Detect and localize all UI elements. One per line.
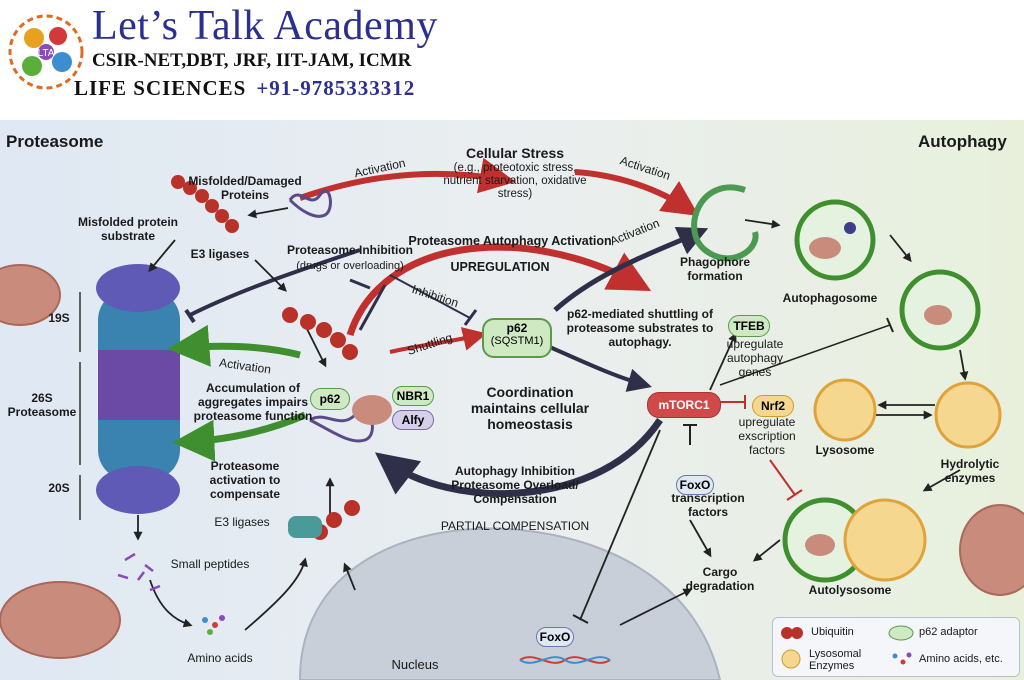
p62-sub-text: (SQSTM1) (490, 335, 544, 348)
brand-phone: +91-9785333312 (256, 76, 416, 100)
p62-main-text: p62 (506, 321, 528, 335)
foxo-text: transcription factors (671, 491, 745, 519)
amino-acids-label: Amino acids (187, 651, 253, 665)
legend: Ubiquitin p62 adaptor Lysosomal Enzymes … (772, 617, 1020, 677)
cargo-label: Cargo degradation (685, 565, 755, 593)
p62-to-mtorc1-arrow (544, 343, 652, 392)
compensation-arrow (375, 418, 663, 498)
misfolded-damaged-label: Misfolded/Damaged Proteins (188, 174, 302, 202)
logo-text: LTA (38, 48, 55, 59)
cellular-stress-label: Cellular Stress (465, 145, 565, 161)
accumulation-label: Accumulation of aggregates impairs prote… (193, 381, 313, 423)
proteasome-inhibition-label: Proteasome Inhibition (286, 243, 413, 257)
p62-sqstm1-pill: p62(SQSTM1) (482, 318, 552, 358)
ub-chain-mid (282, 307, 358, 360)
section-autophagy: Autophagy (918, 132, 1007, 151)
lysosome-legend-icon (781, 649, 801, 669)
tfeb-pill: TFEB (728, 315, 770, 337)
partial-compensation-label: PARTIAL COMPENSATION (440, 519, 590, 533)
phagophore-label: Phagophore formation (679, 255, 750, 283)
ubiquitin-legend-icon (781, 627, 793, 639)
misfolded-substrate-label: Misfolded protein substrate (78, 215, 178, 243)
legend-icons (781, 625, 914, 669)
green-compensate-arrow (172, 411, 307, 462)
upregulation-arrow (346, 243, 652, 337)
autophagosome-label: Autophagosome (782, 291, 878, 305)
shuttling-arrow (389, 327, 488, 354)
alfy-pill: Alfy (392, 410, 434, 430)
hydrolytic-label: Hydrolytic enzymes (940, 457, 1000, 485)
nucleus-label: Nucleus (391, 657, 439, 672)
mitochondrion-right (959, 504, 1024, 596)
e3-ligases-label-bottom: E3 ligases (214, 515, 270, 529)
proteasome-autophagy-activation: Proteasome Autophagy Activation (408, 234, 612, 248)
inhibition-to-proteasome (189, 248, 361, 317)
amino-legend-icon (892, 653, 898, 659)
brand-header: LTA Let’s Talk Academy CSIR-NET,DBT, JRF… (0, 0, 1024, 118)
p62-pill-left: p62 (310, 388, 350, 410)
legend-amino: Amino acids, etc. (919, 653, 1003, 665)
small-peptides-label: Small peptides (170, 557, 250, 571)
diagram-area: Proteasome Autophagy Cellular Stress (e.… (0, 120, 1024, 680)
section-proteasome: Proteasome (6, 132, 104, 151)
coordination-label: Coordination maintains cellular homeosta… (470, 384, 590, 433)
mtorc1-pill: mTORC1 (647, 392, 721, 418)
proteasome-activation-label: Proteasome activation to compensate (209, 459, 281, 501)
e3-ligases-label-top: E3 ligases (190, 247, 250, 261)
mitochondrion-left-bottom (0, 581, 121, 659)
academy-logo: LTA (8, 14, 84, 90)
mitochondrion-left-top (0, 264, 61, 326)
legend-lysosomal: Lysosomal Enzymes (809, 648, 862, 673)
upregulation-label: UPREGULATION (450, 260, 550, 274)
cellular-stress-detail: (e.g., proteotoxic stress, nutrient star… (443, 162, 587, 201)
e3-ligase-enzyme (288, 516, 322, 538)
lysosome (813, 378, 877, 442)
label-19s: 19S (48, 311, 70, 325)
legend-p62: p62 adaptor (919, 626, 978, 638)
foxo-pill: FoxO (676, 475, 714, 495)
legend-ubiquitin: Ubiquitin (811, 626, 854, 638)
autolysosome-label: Autolysosome (808, 583, 892, 597)
nrf2-pill: Nrf2 (752, 395, 794, 417)
activation-arrow-stress (299, 157, 516, 201)
activation-arrow-dark (553, 226, 709, 312)
activation-arrow-phagophore (574, 169, 699, 216)
p62-shuttling-label: p62-mediated shuttling of proteasome sub… (566, 307, 714, 349)
nrf2-text: upregulate exscription factors (738, 415, 796, 457)
lysosome-label: Lysosome (815, 443, 875, 457)
phagophore (691, 184, 759, 262)
p62-legend-icon (888, 625, 914, 641)
label-26s: 26S Proteasome (7, 391, 77, 419)
label-20s: 20S (48, 481, 70, 495)
brand-title: Let’s Talk Academy (92, 3, 438, 49)
diagram-artwork (0, 120, 1024, 680)
ub-chain-top (171, 175, 239, 233)
brand-subtitle: CSIR-NET,DBT, JRF, IIT-JAM, ICMR (92, 50, 412, 71)
misfolded-protein (288, 189, 332, 218)
foxo-nucleus-pill: FoxO (536, 627, 574, 647)
brand-life-sciences: LIFE SCIENCES (74, 76, 247, 100)
autophagy-inhibition-label: Autophagy Inhibition Proteasome Overload… (451, 464, 579, 506)
amino-acid-dots (202, 615, 225, 635)
proteasome-26s (96, 264, 180, 514)
brand-line: LIFE SCIENCES +91-9785333312 (74, 76, 415, 101)
inhibition-detail: (drugs or overloading) (296, 260, 404, 272)
small-peptides (117, 552, 161, 592)
tfeb-text: upregulate autophagy genes (726, 337, 784, 379)
nbr1-pill: NBR1 (392, 386, 434, 406)
green-activation-arrow (167, 324, 301, 367)
nucleus-shape (298, 527, 722, 680)
